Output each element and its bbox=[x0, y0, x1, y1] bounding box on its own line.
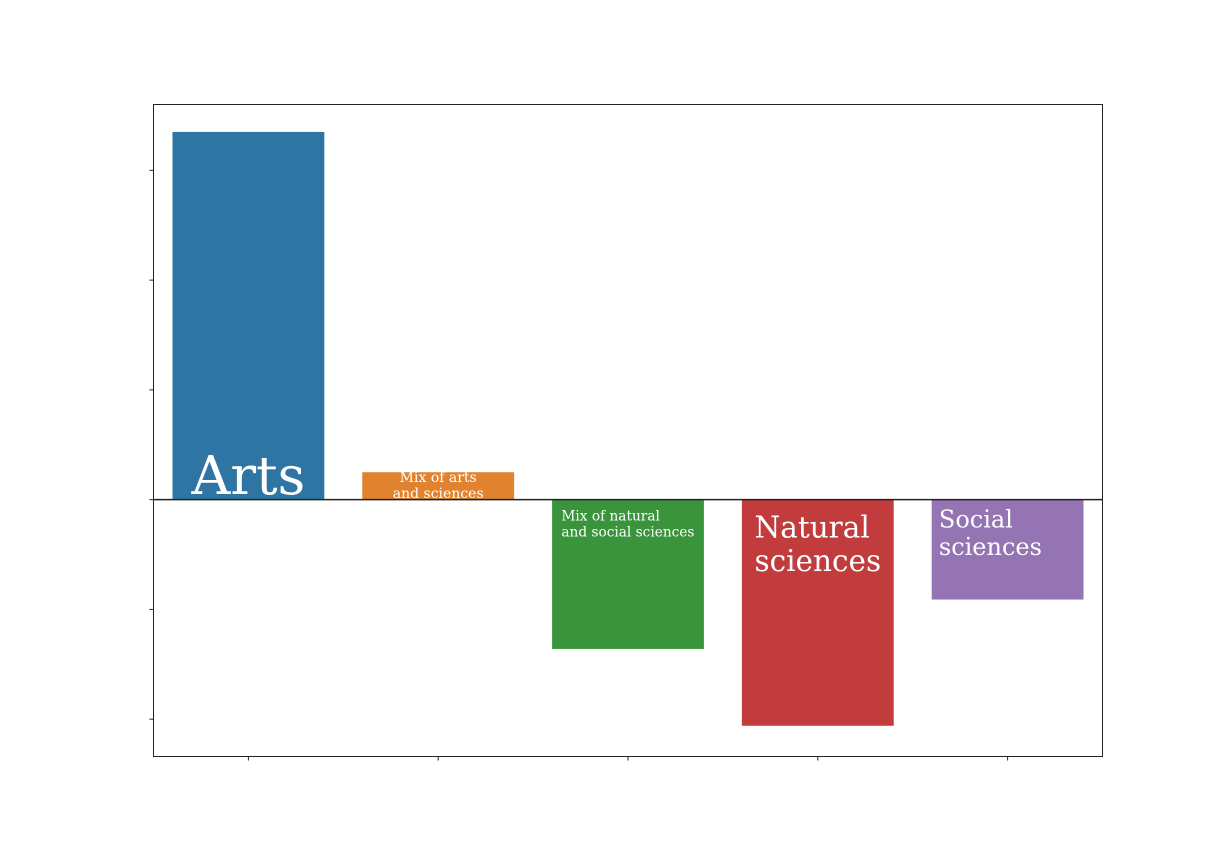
bar-label-line: Social bbox=[939, 505, 1013, 533]
bar-label-line: sciences bbox=[939, 533, 1042, 561]
bar-label-line: and social sciences bbox=[561, 524, 694, 540]
bar-2 bbox=[552, 499, 704, 649]
bar-4 bbox=[931, 499, 1084, 600]
bar-label-0: Arts bbox=[191, 444, 306, 507]
bar-3 bbox=[741, 499, 894, 726]
bar-label-line: Mix of natural bbox=[561, 509, 660, 525]
bar-label-line: and sciences bbox=[393, 486, 484, 502]
axis-ticks bbox=[149, 169, 1009, 761]
bar-label-line: Natural bbox=[754, 510, 869, 544]
bar-label-line: Mix of arts bbox=[400, 470, 477, 486]
bar-1 bbox=[362, 472, 515, 500]
bar-label-line: sciences bbox=[754, 544, 881, 578]
bars-group bbox=[172, 131, 1084, 726]
bar-0 bbox=[172, 131, 325, 500]
bar-label-line: Arts bbox=[191, 444, 306, 507]
